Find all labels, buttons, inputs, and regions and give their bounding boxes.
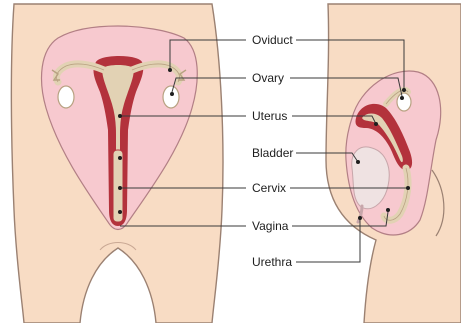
front-view [11,4,223,323]
side-view [326,4,461,323]
dot-vagina-front [118,210,122,214]
front-left-ovary [58,86,74,108]
label-vagina: Vagina [252,219,288,233]
dot-uterus-side [374,122,378,126]
side-ovary [397,93,411,111]
front-right-ovary [163,86,179,108]
label-bladder: Bladder [252,146,293,160]
dot-uterus-front [118,114,122,118]
leader-urethra-side [296,218,360,262]
label-ovary: Ovary [252,71,284,85]
dot-bladder-side [356,160,360,164]
dot-cervix-front [118,156,122,160]
dot-oviduct-front [168,68,172,72]
dot-cervix-front-2 [118,186,122,190]
dot-cervix-side [406,186,410,190]
dot-oviduct-side [402,88,406,92]
dot-urethra-side [358,216,362,220]
dot-ovary-front [170,92,174,96]
label-cervix: Cervix [252,181,286,195]
label-oviduct: Oviduct [252,33,293,47]
label-uterus: Uterus [252,109,287,123]
label-urethra: Urethra [252,255,292,269]
dot-vagina-side [386,208,390,212]
dot-ovary-side [400,96,404,100]
